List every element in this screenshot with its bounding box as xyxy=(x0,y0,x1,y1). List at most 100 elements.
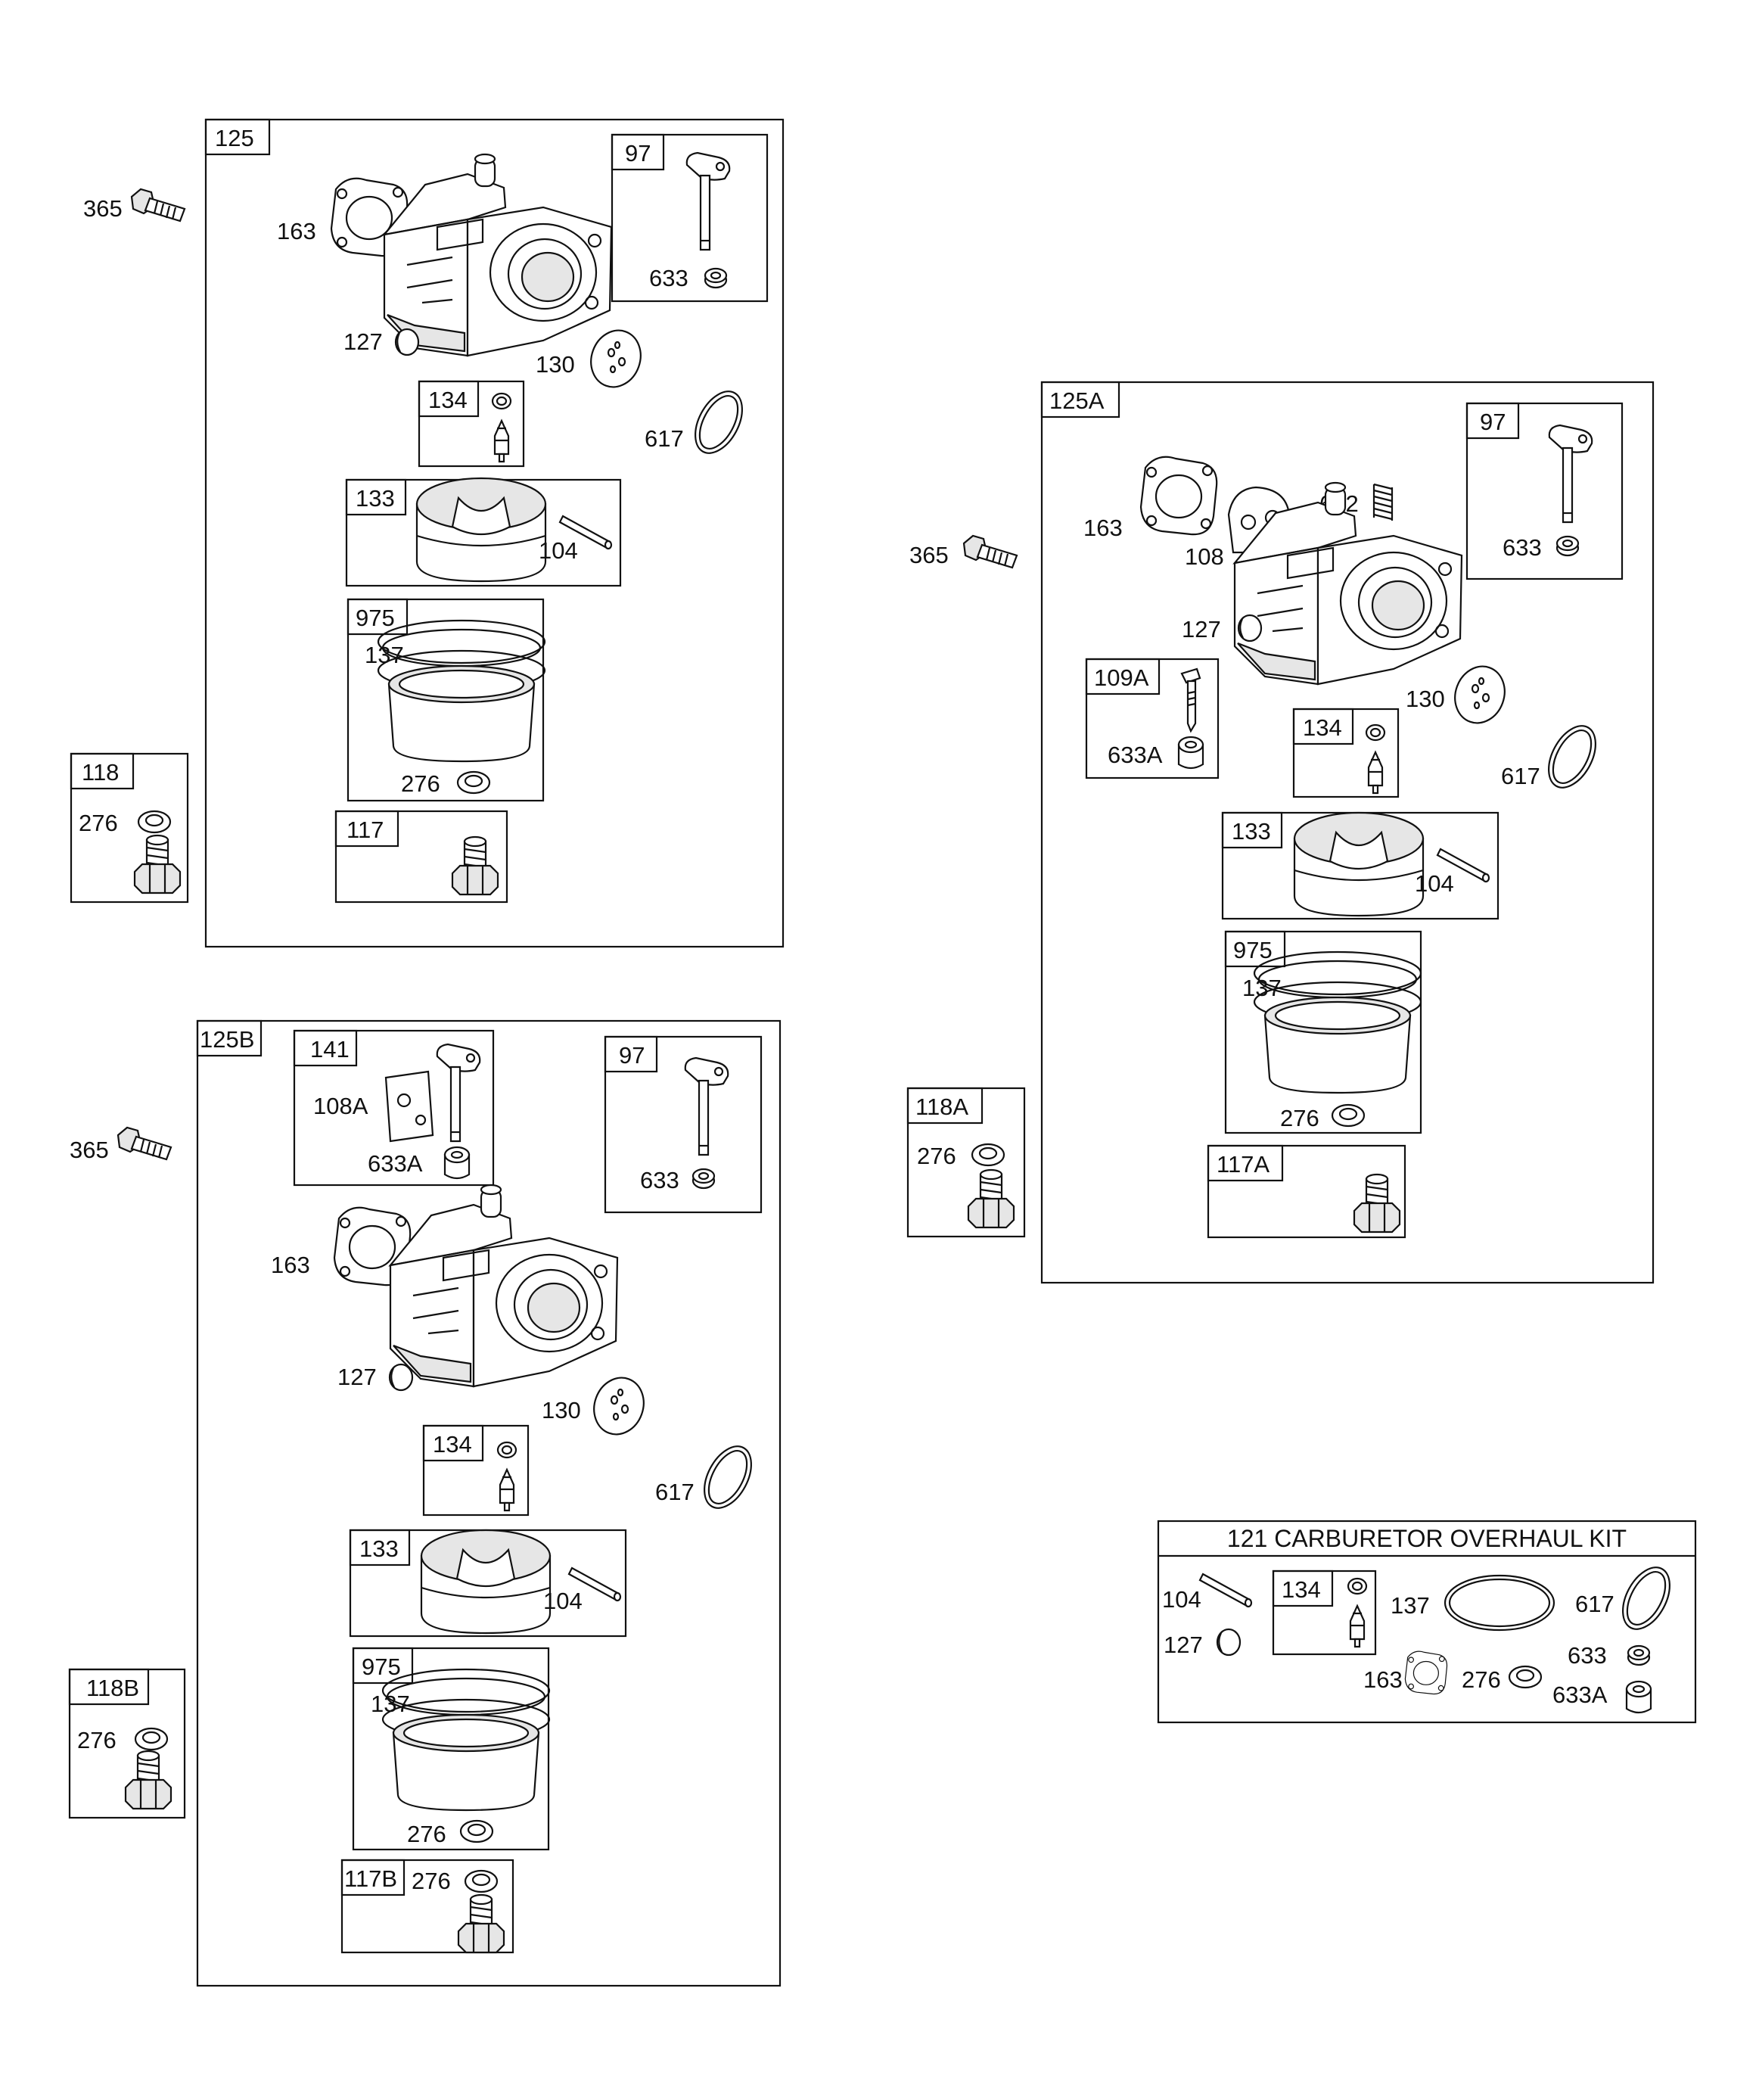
float-133 xyxy=(415,477,547,583)
assembly-125a: 125A 365 163 108 692 127 97 633 109A 633… xyxy=(909,381,1655,1284)
tag-133: 133 xyxy=(359,1535,399,1562)
label-633: 633 xyxy=(649,265,688,291)
plate-108a xyxy=(384,1070,434,1143)
bolt-365 xyxy=(130,188,186,222)
label-617: 617 xyxy=(655,1479,695,1505)
tag-975: 975 xyxy=(362,1654,401,1680)
diaphragm-130 xyxy=(585,1370,653,1442)
label-633: 633 xyxy=(640,1167,679,1193)
tag-134: 134 xyxy=(433,1431,472,1458)
tag-133: 133 xyxy=(356,485,395,512)
label-108a: 108A xyxy=(313,1093,368,1119)
bolt-365 xyxy=(117,1126,172,1161)
washer-276 xyxy=(1331,1103,1366,1128)
bowl-975 xyxy=(1253,950,1422,1094)
washer-276 xyxy=(464,1869,499,1893)
label-130: 130 xyxy=(542,1397,581,1423)
bushing-633 xyxy=(1555,535,1580,557)
label-137: 137 xyxy=(371,1691,410,1717)
washer-276 xyxy=(1508,1665,1543,1689)
shaft-97 xyxy=(1548,424,1593,524)
label-633a: 633A xyxy=(368,1150,423,1177)
assembly-118a: 118A 276 xyxy=(906,1087,1026,1238)
label-276: 276 xyxy=(412,1868,451,1894)
label-163: 163 xyxy=(1363,1666,1403,1693)
label-276: 276 xyxy=(79,810,118,836)
label-130: 130 xyxy=(536,351,575,378)
assembly-118: 118 276 xyxy=(70,752,189,904)
label-365: 365 xyxy=(70,1137,109,1163)
float-133 xyxy=(420,1529,552,1635)
tag-97: 97 xyxy=(619,1042,645,1069)
plug-127 xyxy=(388,1363,414,1392)
bushing-633a xyxy=(443,1146,471,1180)
needle-134 xyxy=(1347,1577,1368,1648)
label-633a: 633A xyxy=(1552,1682,1608,1708)
shaft-97 xyxy=(685,151,731,251)
tag-118a: 118A xyxy=(915,1094,968,1120)
bolt-365 xyxy=(962,534,1018,569)
label-633: 633 xyxy=(1503,534,1542,561)
tag-134: 134 xyxy=(1282,1576,1321,1603)
tag-134: 134 xyxy=(1303,714,1342,741)
label-365: 365 xyxy=(83,195,123,222)
float-133 xyxy=(1293,811,1425,917)
tag-975: 975 xyxy=(1233,937,1273,963)
shaft-97 xyxy=(684,1056,729,1156)
assembly-118b: 118B 276 xyxy=(68,1668,186,1819)
label-104: 104 xyxy=(1415,870,1454,897)
tag-125: 125 xyxy=(215,125,254,151)
label-127: 127 xyxy=(1164,1632,1203,1658)
label-127: 127 xyxy=(337,1364,377,1390)
screw-118a xyxy=(967,1168,1015,1229)
tag-975: 975 xyxy=(356,605,395,631)
tag-134: 134 xyxy=(428,387,468,413)
oring-617 xyxy=(694,1437,762,1517)
carburetor-body xyxy=(383,153,613,357)
label-163: 163 xyxy=(271,1252,310,1278)
shaft-141 xyxy=(436,1043,481,1143)
label-130: 130 xyxy=(1406,686,1445,712)
tag-117b: 117B xyxy=(344,1865,397,1892)
label-163: 163 xyxy=(277,218,316,244)
washer-276 xyxy=(134,1727,169,1751)
screw-118 xyxy=(133,834,182,894)
label-163: 163 xyxy=(1083,515,1123,541)
screw-117a xyxy=(1353,1173,1401,1234)
plug-127 xyxy=(394,328,420,356)
tag-117: 117 xyxy=(347,817,384,843)
needle-134 xyxy=(496,1441,517,1512)
label-633: 633 xyxy=(1568,1642,1607,1669)
label-617: 617 xyxy=(1501,763,1540,789)
gasket-163 xyxy=(1404,1650,1448,1695)
label-276: 276 xyxy=(407,1821,446,1847)
kit-title: 121 CARBURETOR OVERHAUL KIT xyxy=(1227,1525,1627,1552)
idle-screw-109a xyxy=(1180,667,1201,733)
bushing-633 xyxy=(704,267,728,289)
label-365: 365 xyxy=(909,542,949,568)
label-127: 127 xyxy=(343,328,383,355)
needle-134 xyxy=(1365,723,1386,795)
tag-97: 97 xyxy=(1480,409,1506,435)
label-104: 104 xyxy=(539,537,578,564)
plug-127 xyxy=(1216,1628,1242,1657)
label-276: 276 xyxy=(1462,1666,1501,1693)
oring-617 xyxy=(1612,1558,1680,1638)
tag-109a: 109A xyxy=(1094,664,1149,691)
label-104: 104 xyxy=(1162,1586,1201,1613)
bushing-633 xyxy=(691,1168,716,1190)
tag-117a: 117A xyxy=(1217,1151,1270,1178)
needle-134 xyxy=(491,392,512,463)
diaphragm-130 xyxy=(1446,658,1514,731)
tag-125b: 125B xyxy=(200,1026,254,1053)
washer-276 xyxy=(456,770,491,795)
label-633a: 633A xyxy=(1108,742,1163,768)
oring-617 xyxy=(685,382,753,462)
label-276: 276 xyxy=(77,1727,117,1753)
tag-133: 133 xyxy=(1232,818,1271,845)
label-137: 137 xyxy=(1391,1592,1430,1619)
washer-276 xyxy=(137,810,172,834)
pin-104 xyxy=(1198,1573,1253,1608)
washer-276 xyxy=(971,1143,1005,1167)
